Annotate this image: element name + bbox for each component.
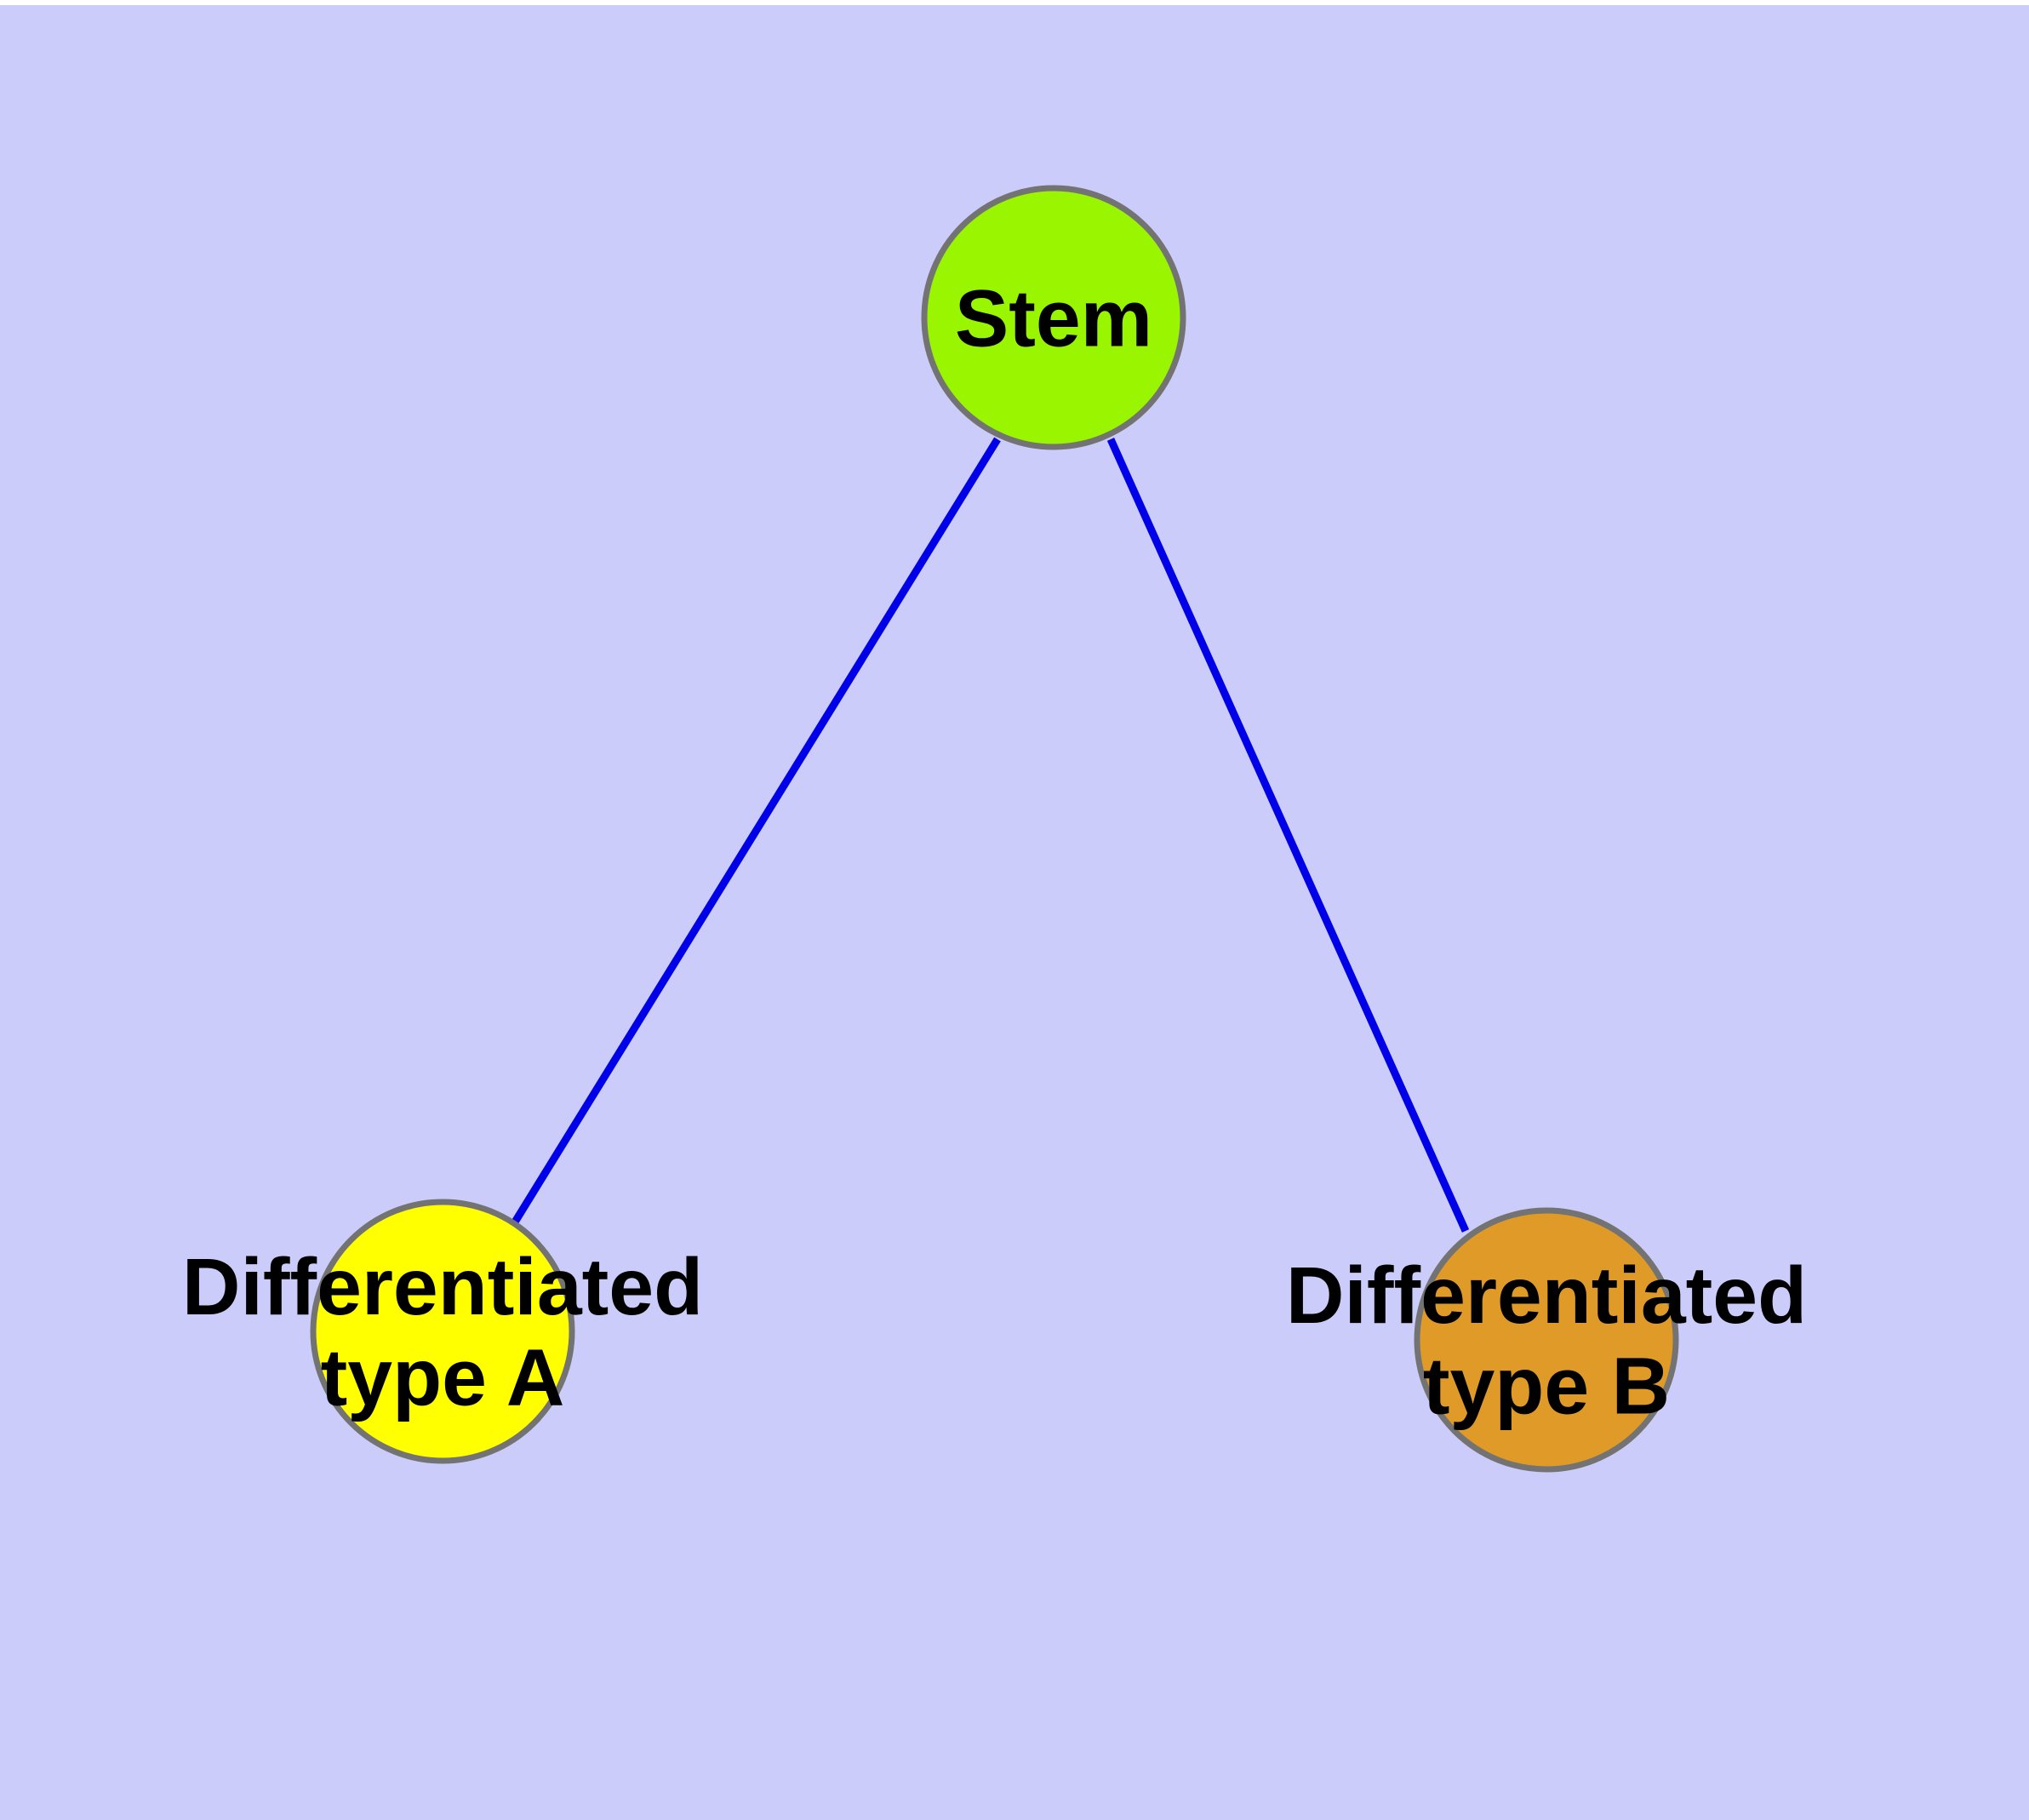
edge-stem-to-differentiated-type-b[interactable]	[1106, 438, 1470, 1233]
node-stem-circle[interactable]	[921, 185, 1186, 450]
node-differentiated-type-a-circle[interactable]	[310, 1199, 575, 1464]
node-stem-label: Stem	[955, 273, 1152, 363]
node-layer	[310, 185, 1679, 1473]
edge-layer	[508, 437, 1470, 1233]
edge-stem-to-differentiated-type-a[interactable]	[508, 437, 1001, 1230]
node-differentiated-type-b-circle[interactable]	[1414, 1207, 1679, 1473]
